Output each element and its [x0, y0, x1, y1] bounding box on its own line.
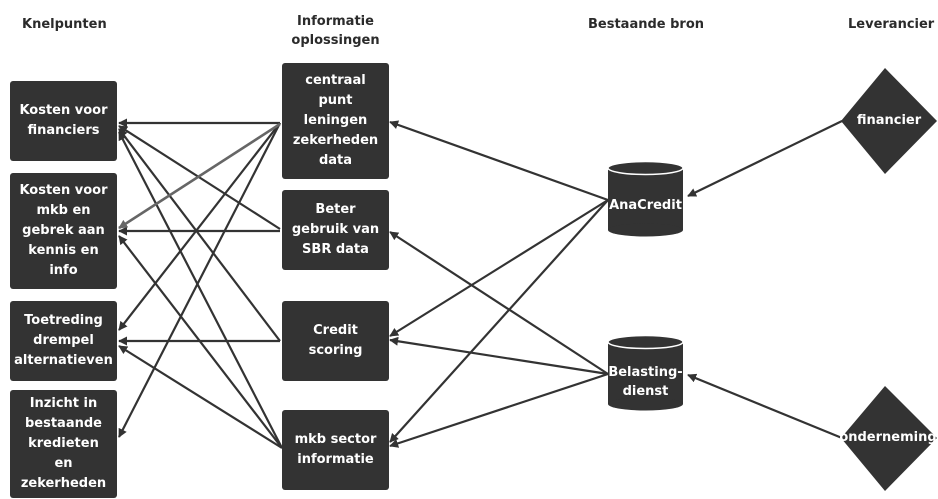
arrow-o4-k1 — [118, 131, 283, 449]
arrow-b1-o3 — [389, 199, 609, 337]
diamond-onderneming — [841, 386, 937, 491]
oplossing-mkb-sector-informatie: mkb sector informatie — [282, 410, 389, 490]
bron-belastingdienst-label: Belasting- dienst — [608, 365, 683, 399]
oplossing-credit-scoring: Credit scoring — [282, 301, 389, 381]
header-bestaande-bron: Bestaande bron — [588, 17, 705, 32]
knelpunt-inzicht-kredieten: Inzicht in bestaande kredieten en zekerh… — [10, 390, 117, 498]
arrow-o1-k4 — [118, 122, 281, 438]
knelpunt-kosten-financiers: Kosten voor financiers — [10, 81, 117, 161]
header-leverancier: Leverancier — [848, 17, 935, 32]
header-knelpunten: Knelpunten — [22, 17, 107, 32]
knelpunt-toetreding-drempel: Toetreding drempel alternatieven — [10, 301, 117, 381]
arrow-b2-o4 — [389, 372, 609, 448]
knelpunt-kosten-mkb: Kosten voor mkb en gebrek aan kennis en … — [10, 173, 117, 289]
leverancier-onderneming-label: onderneming — [839, 430, 937, 445]
arrow-b2-o3 — [389, 336, 609, 376]
arrow-b1-o1 — [389, 120, 609, 202]
arrow-o3-k1 — [118, 128, 281, 342]
bron-anacredit-label: AnaCredit — [609, 198, 682, 213]
arrow-l2-b2 — [687, 373, 843, 440]
arrow-o1-k3 — [118, 122, 281, 331]
diamond-financier — [841, 68, 937, 174]
oplossing-centraal-punt: centraal punt leningen zekerheden data — [282, 63, 389, 179]
cylinder-anacredit — [607, 160, 684, 237]
arrow-o1-k2 — [118, 122, 281, 230]
arrow-o4-k2 — [118, 235, 283, 449]
oplossing-sbr-data: Beter gebruik van SBR data — [282, 190, 389, 270]
arrow-b2-o2 — [389, 231, 609, 375]
arrow-b1-o4 — [389, 199, 609, 443]
cylinder-belastingdienst — [607, 334, 684, 411]
leverancier-financier-label: financier — [856, 113, 922, 128]
header-informatie-oplossingen: Informatie oplossingen — [291, 14, 380, 48]
arrow-l1-b1 — [687, 120, 843, 197]
arrow-o4-k3 — [118, 345, 283, 449]
